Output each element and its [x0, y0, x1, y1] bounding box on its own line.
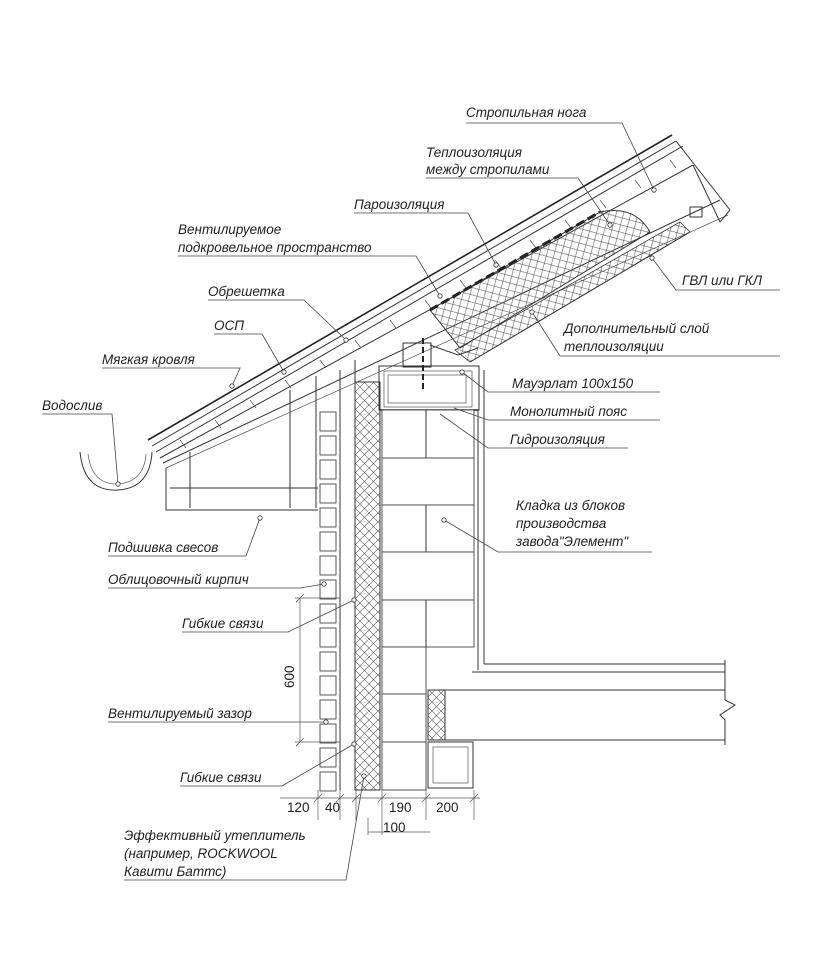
label-drip: Водослив	[42, 398, 102, 413]
soft-roof-line	[147, 134, 673, 441]
label-flex-ties-bottom: Гибкие связи	[180, 770, 262, 785]
facing-brick	[319, 603, 337, 624]
label-soft-roof: Мягкая кровля	[102, 352, 195, 367]
label-vapor-barrier: Пароизоляция	[354, 197, 444, 212]
label-ventilated-space-1: Вентилируемое	[178, 222, 281, 237]
mauerlat	[387, 374, 467, 404]
label-masonry-1: Кладка из блоков	[516, 498, 625, 513]
eave-soffit	[165, 468, 318, 511]
vapor-barrier-line	[429, 210, 601, 312]
masonry-block	[381, 504, 475, 553]
facing-brick	[319, 555, 337, 576]
facing-brick	[319, 771, 337, 792]
masonry-block	[381, 457, 475, 506]
facing-brick	[319, 675, 337, 696]
label-eave-lining: Подшивка свесов	[108, 540, 218, 555]
rafter-end	[675, 140, 731, 223]
facing-brick	[319, 483, 337, 504]
label-flex-ties-top: Гибкие связи	[182, 616, 264, 631]
facing-brick	[319, 435, 337, 456]
facing-brick	[319, 723, 337, 744]
masonry-block	[381, 551, 475, 601]
masonry-block	[381, 693, 427, 743]
masonry-block	[381, 741, 427, 791]
masonry-block	[381, 646, 427, 695]
facing-brick	[319, 507, 337, 528]
gutter	[79, 451, 153, 491]
label-extra-insulation-1: Дополнительный слой	[562, 321, 710, 336]
wall-insulation	[354, 381, 381, 791]
facing-brick-column	[319, 411, 337, 792]
batten-ticks	[179, 159, 677, 449]
label-extra-insulation-2: теплоизоляции	[564, 339, 664, 354]
dim-200: 200	[436, 800, 459, 815]
block-masonry	[381, 409, 475, 791]
label-insulation-between-1: Теплоизоляция	[426, 145, 522, 160]
facing-brick	[319, 459, 337, 480]
floor-slab	[427, 660, 736, 789]
label-effective-insulation-1: Эффективный утеплитель	[124, 828, 306, 843]
label-monolithic-belt: Монолитный пояс	[510, 404, 627, 419]
label-masonry-2: производства	[516, 516, 607, 531]
label-facing-brick: Облицовочный кирпич	[108, 572, 249, 587]
label-waterproofing: Гидроизоляция	[510, 432, 605, 447]
leader-dots	[115, 187, 657, 779]
label-vent-gap: Вентилируемый зазор	[108, 706, 252, 721]
label-gvl-gkl: ГВЛ или ГКЛ	[682, 273, 763, 288]
label-ventilated-space-2: подкровельное пространство	[178, 240, 372, 255]
facing-brick	[319, 699, 337, 720]
label-masonry-3: завода"Элемент"	[515, 534, 629, 549]
dim-100: 100	[383, 820, 406, 835]
facing-brick	[319, 747, 337, 768]
masonry-block	[381, 409, 475, 459]
facing-brick	[319, 627, 337, 648]
dim-120: 120	[287, 800, 310, 815]
label-insulation-between-2: между стропилами	[426, 162, 550, 177]
label-batten: Обрешетка	[208, 284, 285, 299]
label-effective-insulation-2: (например, ROCKWOOL	[124, 846, 278, 861]
facing-brick	[319, 651, 337, 672]
facing-brick	[319, 411, 337, 432]
dim-40: 40	[325, 800, 340, 815]
dimension-lines	[280, 593, 480, 835]
label-rafter: Стропильная нога	[466, 105, 587, 120]
masonry-block	[381, 599, 475, 648]
label-osb: ОСП	[214, 318, 244, 333]
label-mauerlat: Мауэрлат 100х150	[512, 376, 634, 391]
facing-brick	[319, 531, 337, 552]
leader-lines	[42, 122, 780, 881]
dim-190: 190	[389, 800, 412, 815]
dim-600: 600	[282, 665, 297, 688]
label-effective-insulation-3: Кавити Баттс)	[124, 864, 226, 879]
